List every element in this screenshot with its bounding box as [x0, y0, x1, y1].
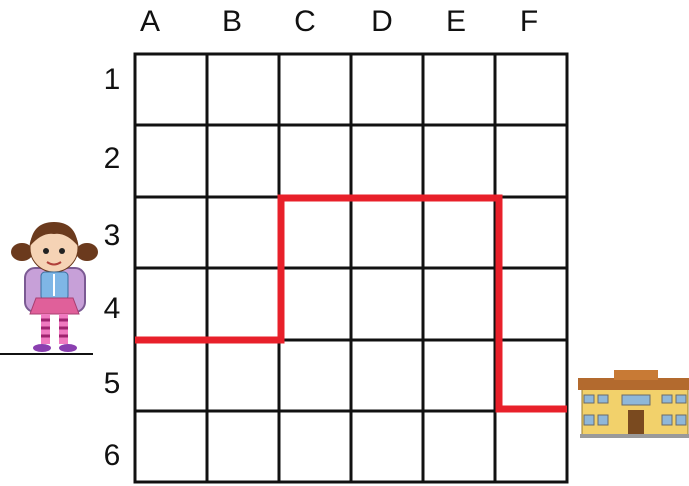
row-label-2: 2	[104, 142, 121, 175]
column-label-a: A	[140, 5, 160, 38]
school-building-icon	[578, 370, 689, 438]
column-labels: A B C D E F	[140, 5, 538, 38]
row-label-3: 3	[104, 219, 121, 252]
row-label-6: 6	[104, 439, 121, 472]
column-label-f: F	[520, 5, 538, 38]
column-label-b: B	[222, 5, 242, 38]
row-label-4: 4	[104, 292, 121, 325]
row-label-1: 1	[104, 63, 121, 96]
row-labels: 1 2 3 4 5 6	[104, 63, 121, 472]
row-label-5: 5	[104, 367, 121, 400]
girl-with-backpack-icon	[11, 222, 98, 352]
column-label-c: C	[294, 5, 316, 38]
column-label-d: D	[371, 5, 393, 38]
column-label-e: E	[446, 5, 466, 38]
